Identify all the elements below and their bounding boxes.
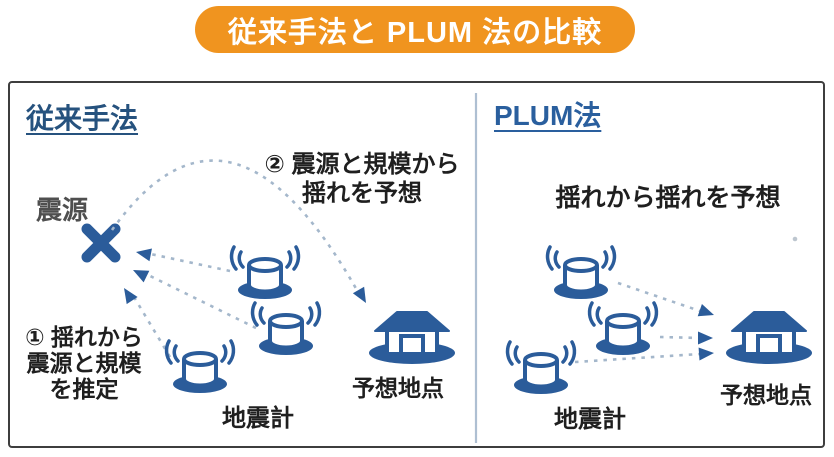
step2-annotation: ② 震源と規模から 揺れを予想 (247, 150, 477, 208)
left-target-label: 予想地点 (352, 375, 444, 401)
figure-title: 従来手法と PLUM 法の比較 (227, 16, 603, 49)
left-seismometer-label: 地震計 (222, 405, 294, 432)
step2-line2: 揺れを予想 (302, 180, 422, 207)
epicenter-label: 震源 (36, 195, 89, 225)
right-seismometer-label: 地震計 (554, 406, 626, 433)
right-target-label: 予想地点 (720, 382, 812, 408)
left-panel-heading: 従来手法 (26, 103, 139, 134)
step2-line1: ② 震源と規模から (264, 151, 460, 178)
right-panel-heading: PLUM法 (494, 100, 602, 131)
step1-line2: 震源と規模 (26, 350, 142, 376)
step1-line1: ① 揺れから (25, 324, 143, 350)
plum-description: 揺れから揺れを予想 (555, 184, 781, 212)
title-banner: 従来手法と PLUM 法の比較 (195, 6, 635, 53)
step1-annotation: ① 揺れから 震源と規模 を推定 (10, 324, 158, 402)
step1-line3: を推定 (49, 376, 119, 402)
